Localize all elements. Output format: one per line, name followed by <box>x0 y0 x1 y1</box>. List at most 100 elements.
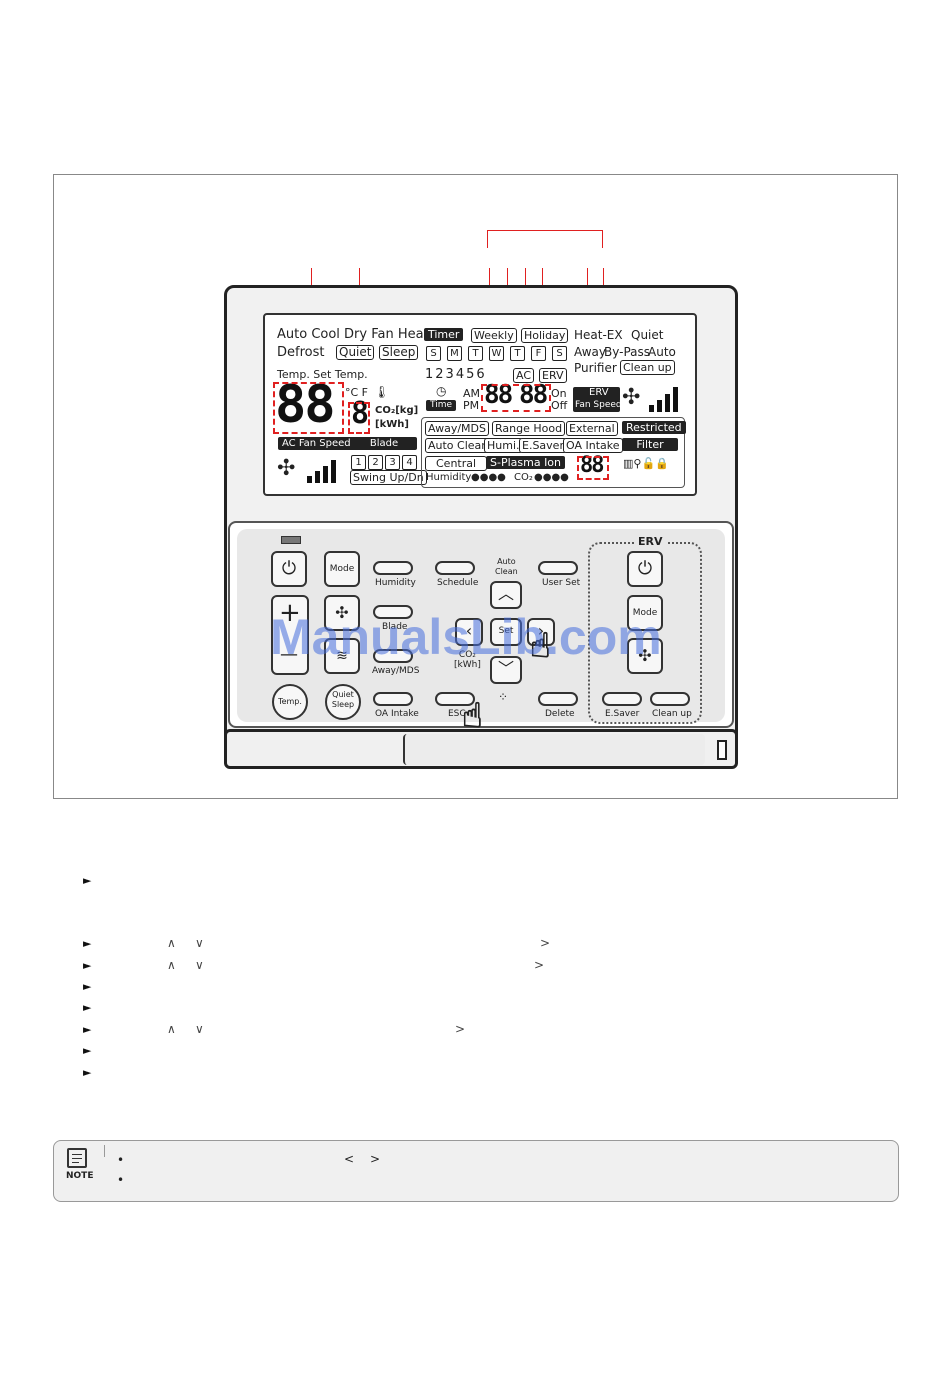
note-bullet: • <box>117 1153 125 1167</box>
temp-button[interactable]: Temp. <box>272 684 308 720</box>
status-led <box>281 536 301 544</box>
quiet-indicator: Quiet <box>336 345 375 360</box>
external-indicator: External <box>566 421 618 436</box>
quiet-sleep-button[interactable]: Quiet Sleep <box>325 684 361 720</box>
bullet-marker: ► <box>83 959 92 972</box>
humidity-button[interactable] <box>373 561 413 575</box>
lid-hinge <box>403 734 705 765</box>
erv-fan-speed-line2: Fan Speed <box>575 400 622 410</box>
e-saver-button-label: E.Saver <box>605 709 640 719</box>
chevron-up-icon: ︿ <box>497 584 514 603</box>
bullet-marker: ► <box>83 1001 92 1014</box>
pointing-hand-icon: ☝ <box>530 626 552 666</box>
temp-down-button[interactable]: — <box>280 644 298 665</box>
note-less-than: < <box>344 1152 355 1166</box>
up-arrow-button[interactable]: ︿ <box>490 581 522 609</box>
down-arrow-button[interactable]: ﹀ <box>490 656 522 684</box>
kwh-label: [kWh] <box>375 419 409 430</box>
note-separator <box>104 1145 105 1157</box>
filter-indicator: Filter <box>622 438 678 451</box>
weekly-indicator: Weekly <box>471 328 517 343</box>
day-wed: W <box>489 346 504 361</box>
small-digit-highlight <box>348 402 370 434</box>
blade-button[interactable] <box>373 605 413 619</box>
away-mds-button[interactable] <box>373 649 413 663</box>
loading-dots-icon: ⁘ <box>498 690 509 704</box>
temp-rocker <box>271 595 309 675</box>
esc-button-label: ESC <box>448 709 466 719</box>
unit-label: °C F <box>345 386 369 399</box>
chevron-right-icon: > <box>455 1022 466 1036</box>
range-hood-indicator: Range Hood <box>492 421 566 436</box>
off-label: Off <box>551 399 568 412</box>
bullet-marker: ► <box>83 1066 92 1079</box>
watermark: ManualsLib.com <box>270 609 662 665</box>
holiday-indicator: Holiday <box>521 328 569 343</box>
delete-button[interactable] <box>538 692 578 706</box>
chevron-down-icon: ∨ <box>195 936 204 950</box>
erv-mode-button[interactable]: Mode <box>627 595 663 631</box>
pm-label: PM <box>463 399 480 412</box>
fan-speed-button[interactable]: ✣ <box>324 595 360 631</box>
chevron-down-icon: ∨ <box>195 958 204 972</box>
s-plasma-indicator: S-Plasma Ion <box>486 456 566 469</box>
chevron-up-icon: ∧ <box>167 958 176 972</box>
oa-intake-button[interactable] <box>373 692 413 706</box>
erv-fan-speed-indicator <box>573 387 620 412</box>
set-button[interactable]: Set <box>490 618 522 646</box>
humi-indicator: Humi. <box>484 438 523 453</box>
sleep-indicator: Sleep <box>379 345 419 360</box>
temp-up-button[interactable]: + <box>279 598 301 628</box>
mode-button[interactable]: Mode <box>324 551 360 587</box>
temp-labels: Temp. Set Temp. <box>277 368 368 381</box>
bullet-marker: ► <box>83 937 92 950</box>
blade-indicator: Blade <box>351 437 417 450</box>
chevron-up-icon: ∧ <box>167 936 176 950</box>
on-label: On <box>551 387 567 400</box>
ac-indicator: AC <box>513 368 535 383</box>
erv-indicator: ERV <box>539 368 567 383</box>
day-thu: T <box>510 346 525 361</box>
chevron-down-icon: ﹀ <box>497 659 514 678</box>
blade-button-label: Blade <box>382 622 408 632</box>
auto-clean-indicator: Auto Clean <box>425 438 492 453</box>
esc-button[interactable] <box>435 692 475 706</box>
e-saver-button[interactable] <box>602 692 642 706</box>
co2-level-label: CO₂ <box>514 472 533 483</box>
left-arrow-button[interactable]: ‹ <box>455 618 483 646</box>
erv-status-area <box>421 417 685 488</box>
time-digits-highlight <box>481 384 551 412</box>
temperature-digits: 88 <box>275 375 336 435</box>
erv-fan-button[interactable]: ✣ <box>627 638 663 674</box>
note-box <box>53 1140 899 1202</box>
auto-clean-label: Auto Clean <box>495 557 518 576</box>
away-label: Away <box>574 345 606 359</box>
auto-right-label: Auto <box>648 345 676 359</box>
clean-up-button[interactable] <box>650 692 690 706</box>
schedule-button[interactable] <box>435 561 475 575</box>
erv-power-button[interactable]: ⏻ <box>627 551 663 587</box>
mode-labels: Auto Cool Dry Fan Heat <box>277 327 429 342</box>
central-indicator: Central <box>425 456 488 471</box>
lid-latch <box>717 740 727 760</box>
quiet-sleep-label: Quiet Sleep <box>331 690 355 709</box>
restricted-indicator: Restricted <box>622 421 686 434</box>
small-digit: 8 <box>351 396 369 431</box>
power-button[interactable]: ⏻ <box>271 551 307 587</box>
blade-swing-button[interactable]: ≋ <box>324 638 360 674</box>
pointing-hand-icon: ☝ <box>462 696 484 736</box>
swing-step-3: 3 <box>385 455 400 470</box>
away-mds-button-label: Away/MDS <box>372 666 420 676</box>
note-label: NOTE <box>66 1171 94 1181</box>
temperature-digits-highlight <box>273 382 344 434</box>
swing-step-4: 4 <box>402 455 417 470</box>
defrost-label: Defrost <box>277 345 325 360</box>
chevron-right-icon: > <box>534 958 545 972</box>
right-arrow-button[interactable]: › <box>527 618 555 646</box>
timer-indicator: Timer <box>424 328 464 341</box>
am-label: AM <box>463 387 481 400</box>
user-set-button[interactable] <box>538 561 578 575</box>
clock-icon: ◷ <box>436 384 447 398</box>
heat-ex-label: Heat-EX <box>574 328 623 342</box>
erv-section-label: ERV <box>634 535 667 548</box>
